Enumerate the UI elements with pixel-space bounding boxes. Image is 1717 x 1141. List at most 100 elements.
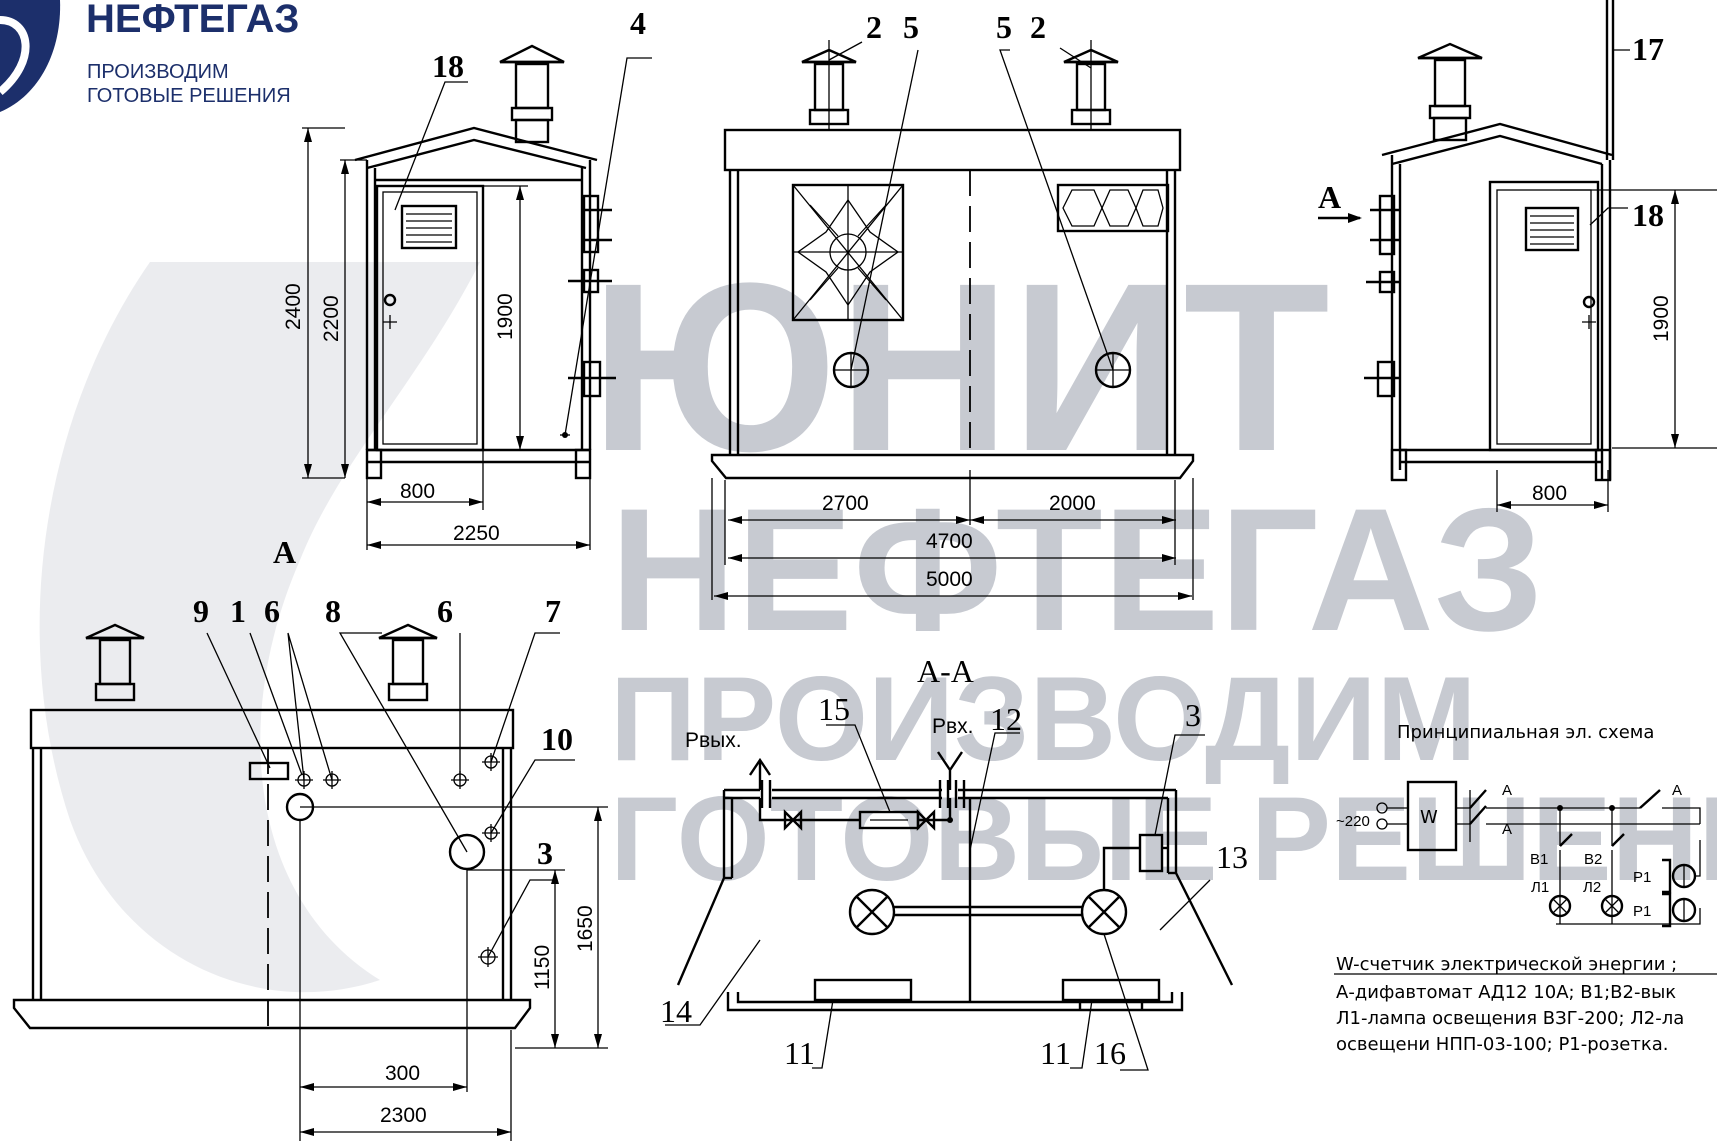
section-a-a: А-А Рвых. Рвх. [660,653,1248,1071]
label-11-right: 11 [1040,1035,1071,1071]
logo-tagline-2: ГОТОВЫЕ РЕШЕНИЯ [87,85,291,107]
watermark-word-1: ЮНИТ [590,233,1330,501]
pipe-connections [568,194,616,398]
watermark: ЮНИТ НЕФТЕГАЗ ПРОИЗВОДИМ ГОТОВЫЕ РЕШЕНИЯ [39,233,1717,993]
label-3: 3 [537,835,553,871]
breaker-label-3: А [1672,782,1682,799]
dim-2400: 2400 [282,283,305,330]
ventilation-cap-left [85,623,145,702]
dim-2300: 2300 [380,1104,427,1127]
label-1: 1 [230,593,246,629]
view-a: А [12,534,608,1141]
inlet-arrow [937,751,963,790]
label-15: 15 [818,691,850,727]
supply-label: ~220 [1336,813,1370,830]
label-8: 8 [325,593,341,629]
label-10: 10 [541,721,573,757]
label-4: 4 [630,5,646,41]
ventilation-cap [499,44,565,144]
roof-inner [366,138,587,170]
decor-grille [1056,183,1170,233]
lamp-2 [1600,894,1624,918]
ventilation-cap [1417,42,1483,142]
lamp-label-2: Л2 [1583,879,1601,896]
label-5-right: 5 [996,9,1012,45]
ventilation-cap-right [1063,40,1119,130]
dim-300: 300 [385,1062,420,1085]
meter-label: W [1420,807,1438,828]
label-9: 9 [193,593,209,629]
label-7: 7 [545,593,561,629]
breaker-label-2: А [1502,821,1512,838]
dim-5000: 5000 [926,568,973,591]
side-view-right: 17 А [1318,0,1717,512]
dim-1900: 1900 [1650,295,1673,342]
watermark-word-3: ПРОИЗВОДИМ [610,652,1477,786]
energy-meter [1406,780,1458,852]
view-a-title: А [273,534,296,570]
legend-line-2: А-дифавтомат АД12 10А; В1;В2-вык [1336,982,1676,1003]
ventilation-cap-right [378,623,438,702]
label-5-left: 5 [903,9,919,45]
logo-mark-inner [0,16,30,96]
label-16: 16 [1094,1035,1126,1071]
heater-11-right [1061,978,1161,1002]
outlet-label: Рвых. [685,729,742,752]
front-view: 2 5 5 2 2700 2000 4700 5000 [710,9,1195,600]
inlet-label: Рвх. [932,715,974,738]
lamp-label-1: Л1 [1531,879,1549,896]
lamp-1 [1548,894,1572,918]
decor-window-star [791,183,905,322]
company-logo: НЕФТЕГАЗ ПРОИЗВОДИМ ГОТОВЫЕ РЕШЕНИЯ [0,0,299,112]
view-a-roof [29,708,515,750]
section-title: А-А [917,653,974,689]
label-6-left: 6 [264,593,280,629]
breaker-label-1: А [1502,782,1512,799]
breaker-socket [1639,789,1661,809]
dim-2700: 2700 [822,492,869,515]
dim-2000: 2000 [1049,492,1096,515]
label-2-right: 2 [1030,9,1046,45]
dim-1650: 1650 [574,905,597,952]
label-3: 3 [1185,697,1201,733]
schematic-title: Принципиальная эл. схема [1397,722,1654,743]
logo-brand: НЕФТЕГАЗ [86,0,299,41]
door [375,184,485,452]
label-13: 13 [1216,839,1248,875]
label-2-left: 2 [866,9,882,45]
socket-2 [1662,892,1697,928]
dim-2250: 2250 [453,522,500,545]
lightning-mast [1605,0,1615,160]
breaker-main [1469,789,1487,825]
legend-line-4: освещени НПП-03-100; Р1-розетка. [1336,1034,1668,1055]
dim-1150: 1150 [531,945,554,990]
regulator-3 [1138,833,1164,873]
label-17: 17 [1632,31,1664,67]
switch-label-2: В2 [1584,851,1602,868]
ventilation-cap-left [801,40,857,130]
label-6-right: 6 [437,593,453,629]
front-roof-slab [723,128,1182,172]
socket-1 [1662,840,1701,894]
logo-mark [0,0,61,112]
label-18: 18 [1632,197,1664,233]
door-vent-grille [1524,206,1580,252]
socket-label-2: Р1 [1633,903,1651,920]
legend-line-3: Л1-лампа освещения ВЗГ-200; Л2-ла [1336,1008,1684,1029]
dim-800: 800 [400,480,435,503]
heater-11-left [813,978,913,1002]
label-11-left: 11 [784,1035,815,1071]
roof [354,126,598,162]
dim-2200: 2200 [320,295,343,342]
outlet-arrow [749,757,771,790]
logo-tagline-1: ПРОИЗВОДИМ [87,61,229,83]
dim-4700: 4700 [926,530,973,553]
front-base [710,453,1195,480]
label-12: 12 [990,701,1022,737]
label-14: 14 [660,993,692,1029]
watermark-drop-shape [39,262,480,993]
legend-line-1: W-счетчик электрической энергии ; [1336,954,1677,975]
arrow-a-label: А [1318,179,1341,215]
socket-label-1: Р1 [1633,869,1651,886]
